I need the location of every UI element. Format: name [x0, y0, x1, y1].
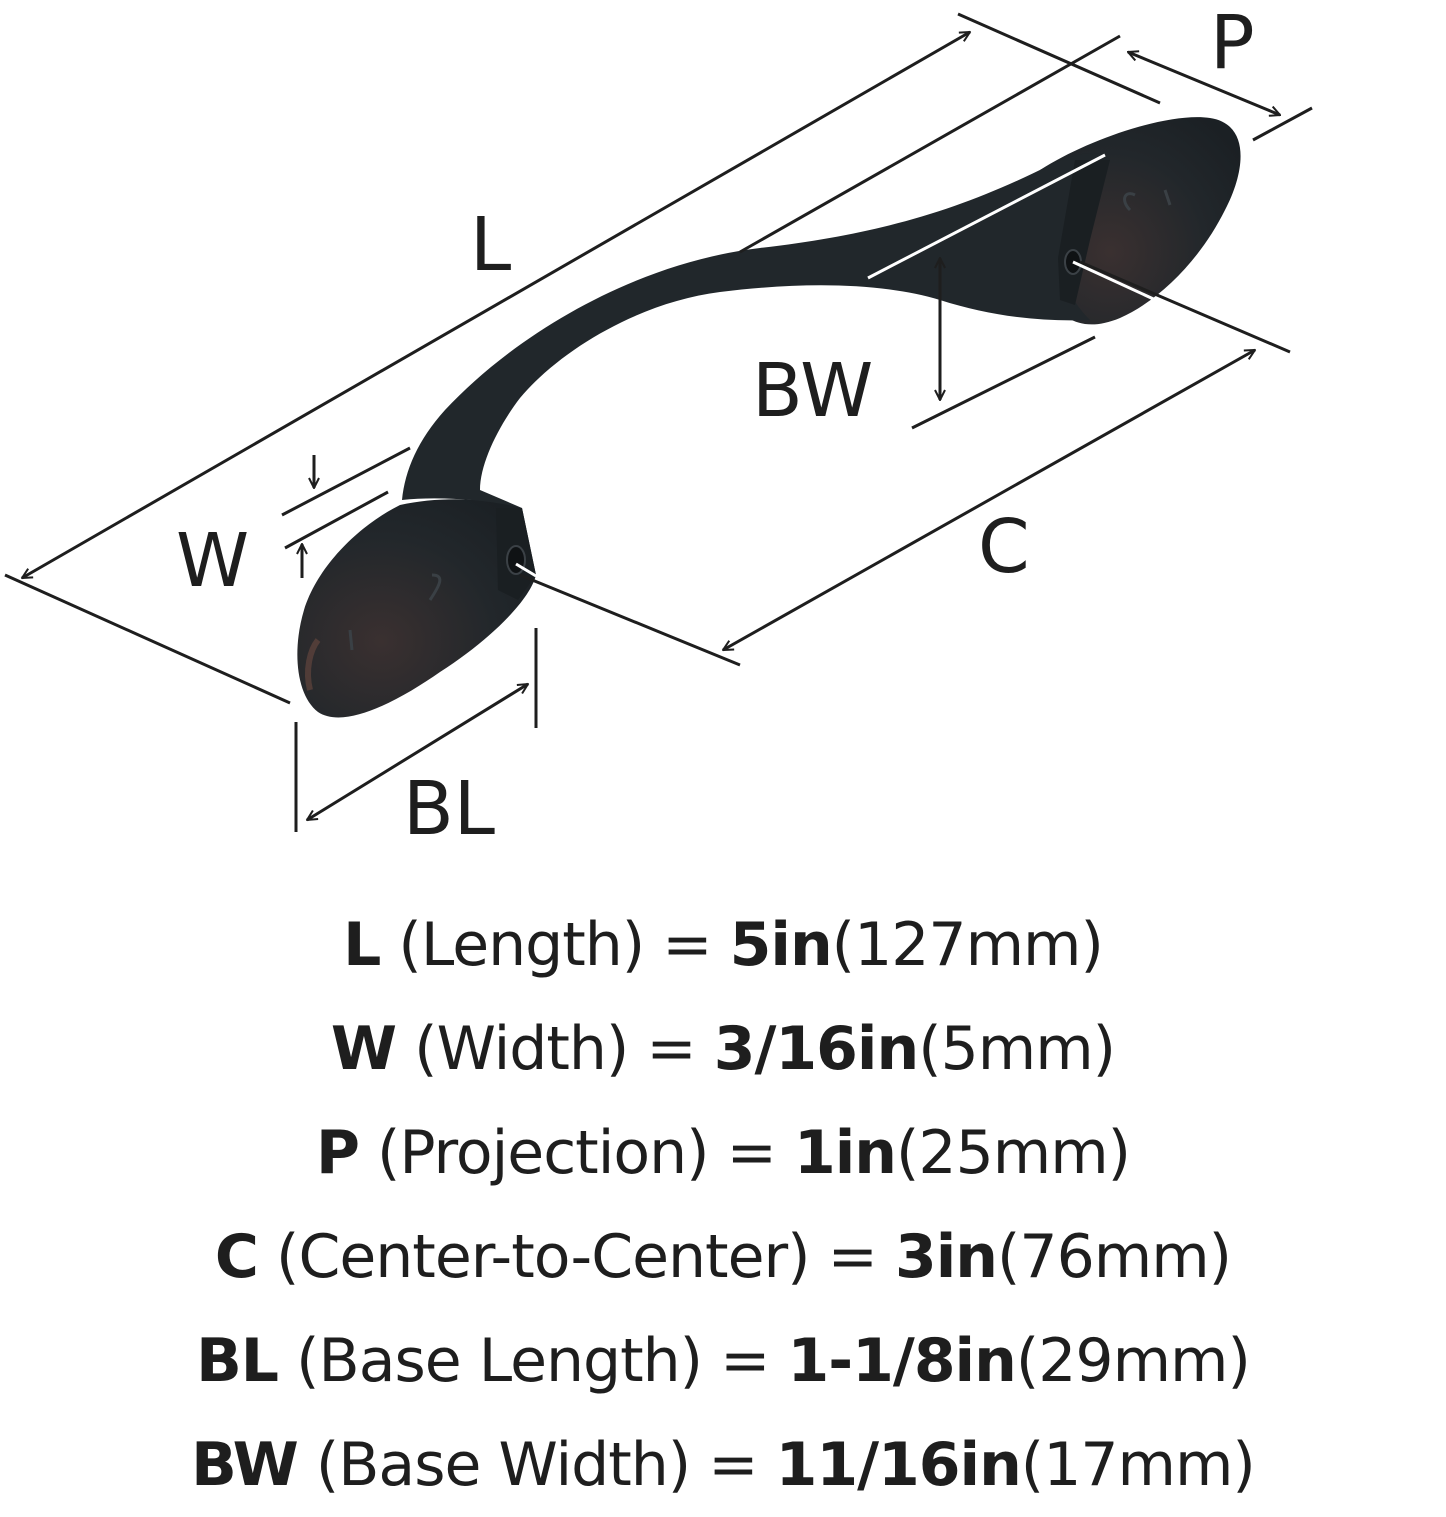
spec-name: (Length): [398, 910, 645, 980]
spec-name: (Base Length): [296, 1326, 703, 1396]
spec-value: 5in: [729, 910, 833, 980]
spec-base-width: BW (Base Width) = 11/16in(17mm): [191, 1430, 1256, 1500]
handle-guide-lines: [515, 153, 1161, 578]
spec-metric: (76mm): [997, 1222, 1232, 1292]
dim-label-c: C: [978, 504, 1030, 590]
p-guide-on-handle: [867, 153, 1106, 280]
l-dimension-arrow: [22, 30, 970, 580]
l-extension-bottom: [4, 573, 291, 705]
spec-base-length: BL (Base Length) = 1-1/8in(29mm): [196, 1326, 1251, 1396]
spec-metric: (5mm): [918, 1014, 1116, 1084]
dimension-diagram: L P BW C W BL: [4, 0, 1313, 852]
spec-key: C: [214, 1222, 259, 1292]
c-guide-left-on-handle: [515, 562, 537, 578]
spec-key: P: [315, 1118, 360, 1188]
spec-name: (Center-to-Center): [276, 1222, 811, 1292]
w-extension-top: [281, 446, 411, 517]
spec-key: BW: [191, 1430, 299, 1500]
spec-value: 3/16in: [713, 1014, 919, 1084]
spec-value: 1in: [793, 1118, 897, 1188]
left-screw-hole: [506, 545, 526, 575]
spec-value: 11/16in: [775, 1430, 1022, 1500]
spec-list: L (Length) = 5in(127mm) W (Width) = 3/16…: [0, 893, 1446, 1517]
dim-label-l: L: [470, 202, 511, 288]
dim-label-bw: BW: [752, 348, 873, 434]
c-dimension-arrow: [723, 348, 1255, 652]
spec-projection: P (Projection) = 1in(25mm): [315, 1118, 1131, 1188]
dim-label-p: P: [1210, 0, 1255, 86]
p-extension-back: [739, 34, 1121, 254]
l-extension-top: [957, 12, 1161, 105]
spec-name: (Width): [414, 1014, 629, 1084]
p-dimension-arrow: [1128, 52, 1280, 115]
spec-metric: (25mm): [895, 1118, 1131, 1188]
spec-metric: (17mm): [1020, 1430, 1256, 1500]
c-extension-left: [519, 573, 741, 667]
c-guide-right-on-handle: [1072, 260, 1161, 304]
spec-metric: (29mm): [1015, 1326, 1251, 1396]
spec-key: L: [343, 910, 381, 980]
dim-label-bl: BL: [403, 766, 495, 852]
dim-label-w: W: [176, 518, 249, 604]
spec-key: BL: [196, 1326, 279, 1396]
bl-dimension-arrow: [307, 682, 528, 822]
spec-value: 3in: [894, 1222, 998, 1292]
right-plate-emboss: [1123, 189, 1172, 212]
spec-metric: (127mm): [831, 910, 1104, 980]
spec-name: (Projection): [377, 1118, 710, 1188]
c-extension-right: [1079, 260, 1291, 354]
spec-key: W: [330, 1014, 397, 1084]
dimension-lines: [4, 12, 1313, 832]
p-extension-front: [1252, 106, 1313, 142]
spec-name: (Base Width): [315, 1430, 691, 1500]
spec-center-to-center: C (Center-to-Center) = 3in(76mm): [214, 1222, 1232, 1292]
spec-width: W (Width) = 3/16in(5mm): [330, 1014, 1116, 1084]
spec-length: L (Length) = 5in(127mm): [343, 910, 1104, 980]
w-extension-bottom: [284, 490, 389, 550]
spec-value: 1-1/8in: [787, 1326, 1017, 1396]
